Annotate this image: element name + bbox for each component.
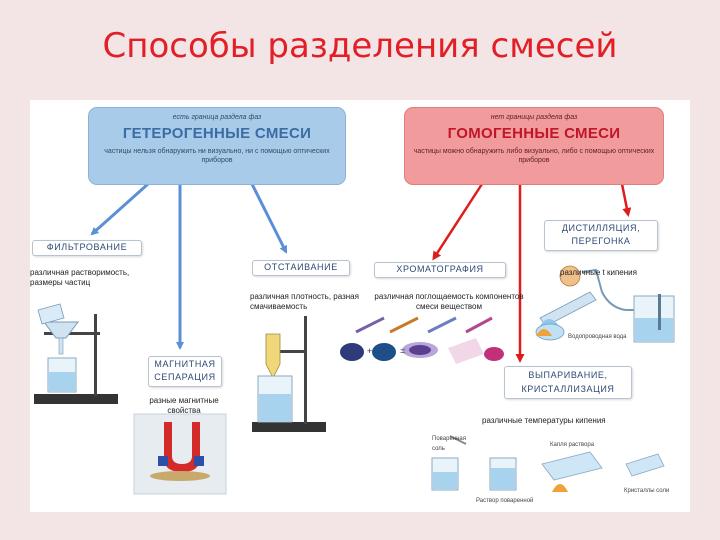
- spirit-lamp-icon: [536, 329, 552, 336]
- label-table-salt: Поваренная соль: [432, 436, 466, 452]
- label-evaporation: ВЫПАРИВАНИЕ, КРИСТАЛЛИЗАЦИЯ: [504, 366, 632, 399]
- filtration-property: различная растворимость, размеры частиц: [30, 268, 130, 287]
- heterogeneous-mixtures-box: есть граница раздела фаз ГЕТЕРОГЕННЫЕ СМ…: [88, 107, 346, 185]
- label-salt-solution-drop: Капля раствора: [550, 442, 595, 448]
- arrow-to-filtration: [90, 182, 149, 236]
- label-filtration: ФИЛЬТРОВАНИЕ: [32, 240, 142, 256]
- chromatography-illustration-icon: + =: [340, 316, 504, 364]
- svg-text:=: =: [400, 346, 405, 356]
- evaporation-property: различные температуры кипения: [482, 416, 606, 425]
- homogeneous-mixtures-box: нет границы раздела фаз ГОМОГЕННЫЕ СМЕСИ…: [404, 107, 664, 185]
- homo-heading: ГОМОГЕННЫЕ СМЕСИ: [447, 125, 621, 142]
- chromatography-property: различная поглощаемость компонентов смес…: [374, 292, 524, 311]
- label-filtrate: Раствор поваренной: [476, 498, 534, 504]
- evaporation-illustration-icon: [431, 435, 665, 492]
- label-chromatography: ХРОМАТОГРАФИЯ: [374, 262, 506, 278]
- settling-property: различная плотность, разная смачиваемост…: [250, 292, 359, 311]
- hetero-description: частицы нельзя обнаружить ни визуально, …: [104, 148, 330, 164]
- settling-apparatus-icon: [252, 316, 326, 432]
- arrow-to-settling: [250, 183, 288, 254]
- label-salt-crystals: Кристаллы соли: [624, 488, 670, 494]
- page-title: Способы разделения смесей: [102, 26, 618, 66]
- homo-hint: нет границы раздела фаз: [490, 114, 578, 121]
- distillation-apparatus-icon: [535, 265, 675, 343]
- label-settling: ОТСТАИВАНИЕ: [252, 260, 350, 276]
- filtration-apparatus-icon: [34, 303, 118, 404]
- arrow-to-chromatography: [432, 183, 484, 261]
- diagram-panel: + = есть граница раздел: [30, 100, 690, 512]
- label-magnetic-separation: МАГНИТНАЯ СЕПАРАЦИЯ: [148, 356, 222, 387]
- diagram-graphics: + =: [34, 182, 675, 495]
- hetero-heading: ГЕТЕРОГЕННЫЕ СМЕСИ: [122, 125, 312, 142]
- hetero-hint: есть граница раздела фаз: [172, 114, 262, 121]
- magnet-icon: [133, 413, 227, 495]
- arrow-to-distillation: [620, 183, 632, 217]
- svg-text:+: +: [367, 346, 372, 356]
- magnetic-property: разные магнитные свойства: [149, 396, 219, 415]
- homo-description: частицы можно обнаружить либо визуально,…: [413, 148, 655, 164]
- label-distillation: ДИСТИЛЛЯЦИЯ, ПЕРЕГОНКА: [544, 220, 658, 251]
- distillation-property: различные t кипения: [560, 268, 637, 277]
- distillation-caption: Водопроводная вода: [568, 334, 627, 340]
